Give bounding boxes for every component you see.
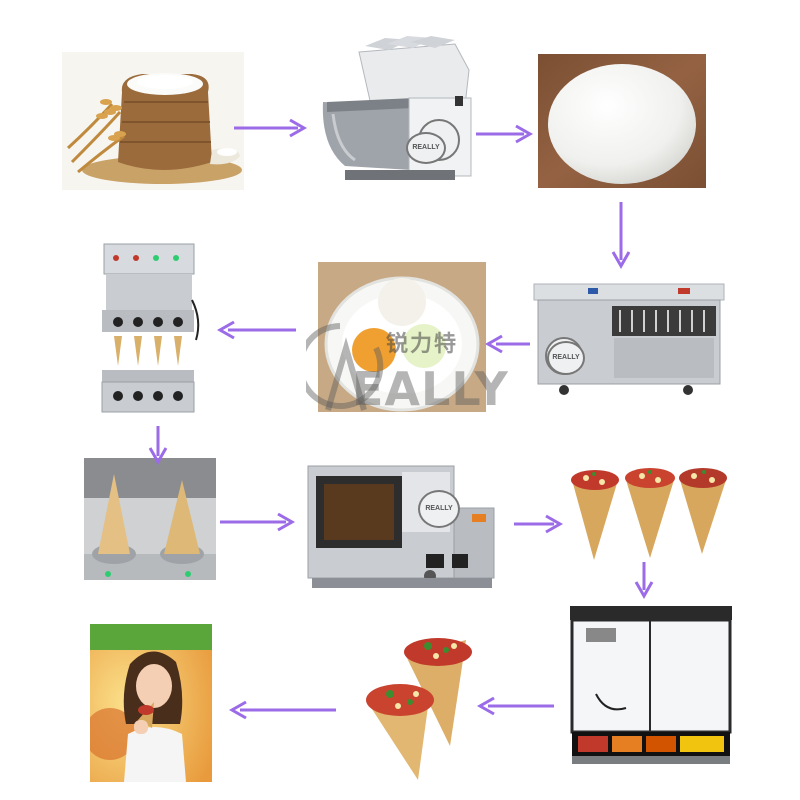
step-dough-portions-panel xyxy=(318,262,486,412)
step-display-warmer-panel xyxy=(566,604,736,766)
brand-plate: REALLY xyxy=(406,132,446,164)
cone-molds-icon xyxy=(84,458,216,580)
brand-plate: REALLY xyxy=(547,341,585,375)
brand-plate: REALLY xyxy=(418,490,460,528)
dough-ball-icon xyxy=(538,54,706,188)
cone-forming-machine-icon xyxy=(92,240,204,420)
flow-arrow-right xyxy=(232,118,308,138)
step-served-cones-panel xyxy=(366,636,476,782)
customer-eating-icon xyxy=(90,624,212,782)
step-cone-oven-panel xyxy=(302,458,502,602)
flow-arrow-right xyxy=(218,512,296,532)
step-filled-cones-panel xyxy=(566,464,734,564)
flow-arrow-left xyxy=(476,696,556,716)
filled-pizza-cones-icon xyxy=(566,464,734,564)
step-cone-forming-machine-panel xyxy=(92,240,204,420)
flour-sack-wheat-icon xyxy=(62,52,244,190)
step-customer-eating-panel xyxy=(90,624,212,782)
flow-arrow-right xyxy=(474,124,534,144)
flow-arrow-right xyxy=(512,514,564,534)
step-dough-mixer-panel xyxy=(315,36,475,188)
flow-arrow-left xyxy=(216,320,298,340)
flow-arrow-left xyxy=(228,700,338,720)
display-warmer-cabinet-icon xyxy=(566,604,736,766)
step-dough-ball-panel xyxy=(538,54,706,188)
flow-arrow-down xyxy=(148,424,168,466)
dough-mixer-icon xyxy=(315,36,475,188)
step-cone-molds-panel xyxy=(84,458,216,580)
flow-arrow-down xyxy=(611,200,631,270)
dough-balls-plate-icon xyxy=(318,262,486,412)
flow-arrow-down xyxy=(634,560,654,600)
flow-arrow-left xyxy=(484,334,532,354)
step-dough-divider-panel xyxy=(528,276,728,396)
step-flour-panel xyxy=(62,52,244,190)
cone-oven-icon xyxy=(302,458,502,602)
dough-divider-machine-icon xyxy=(528,276,728,396)
served-pizza-cones-icon xyxy=(366,636,476,782)
